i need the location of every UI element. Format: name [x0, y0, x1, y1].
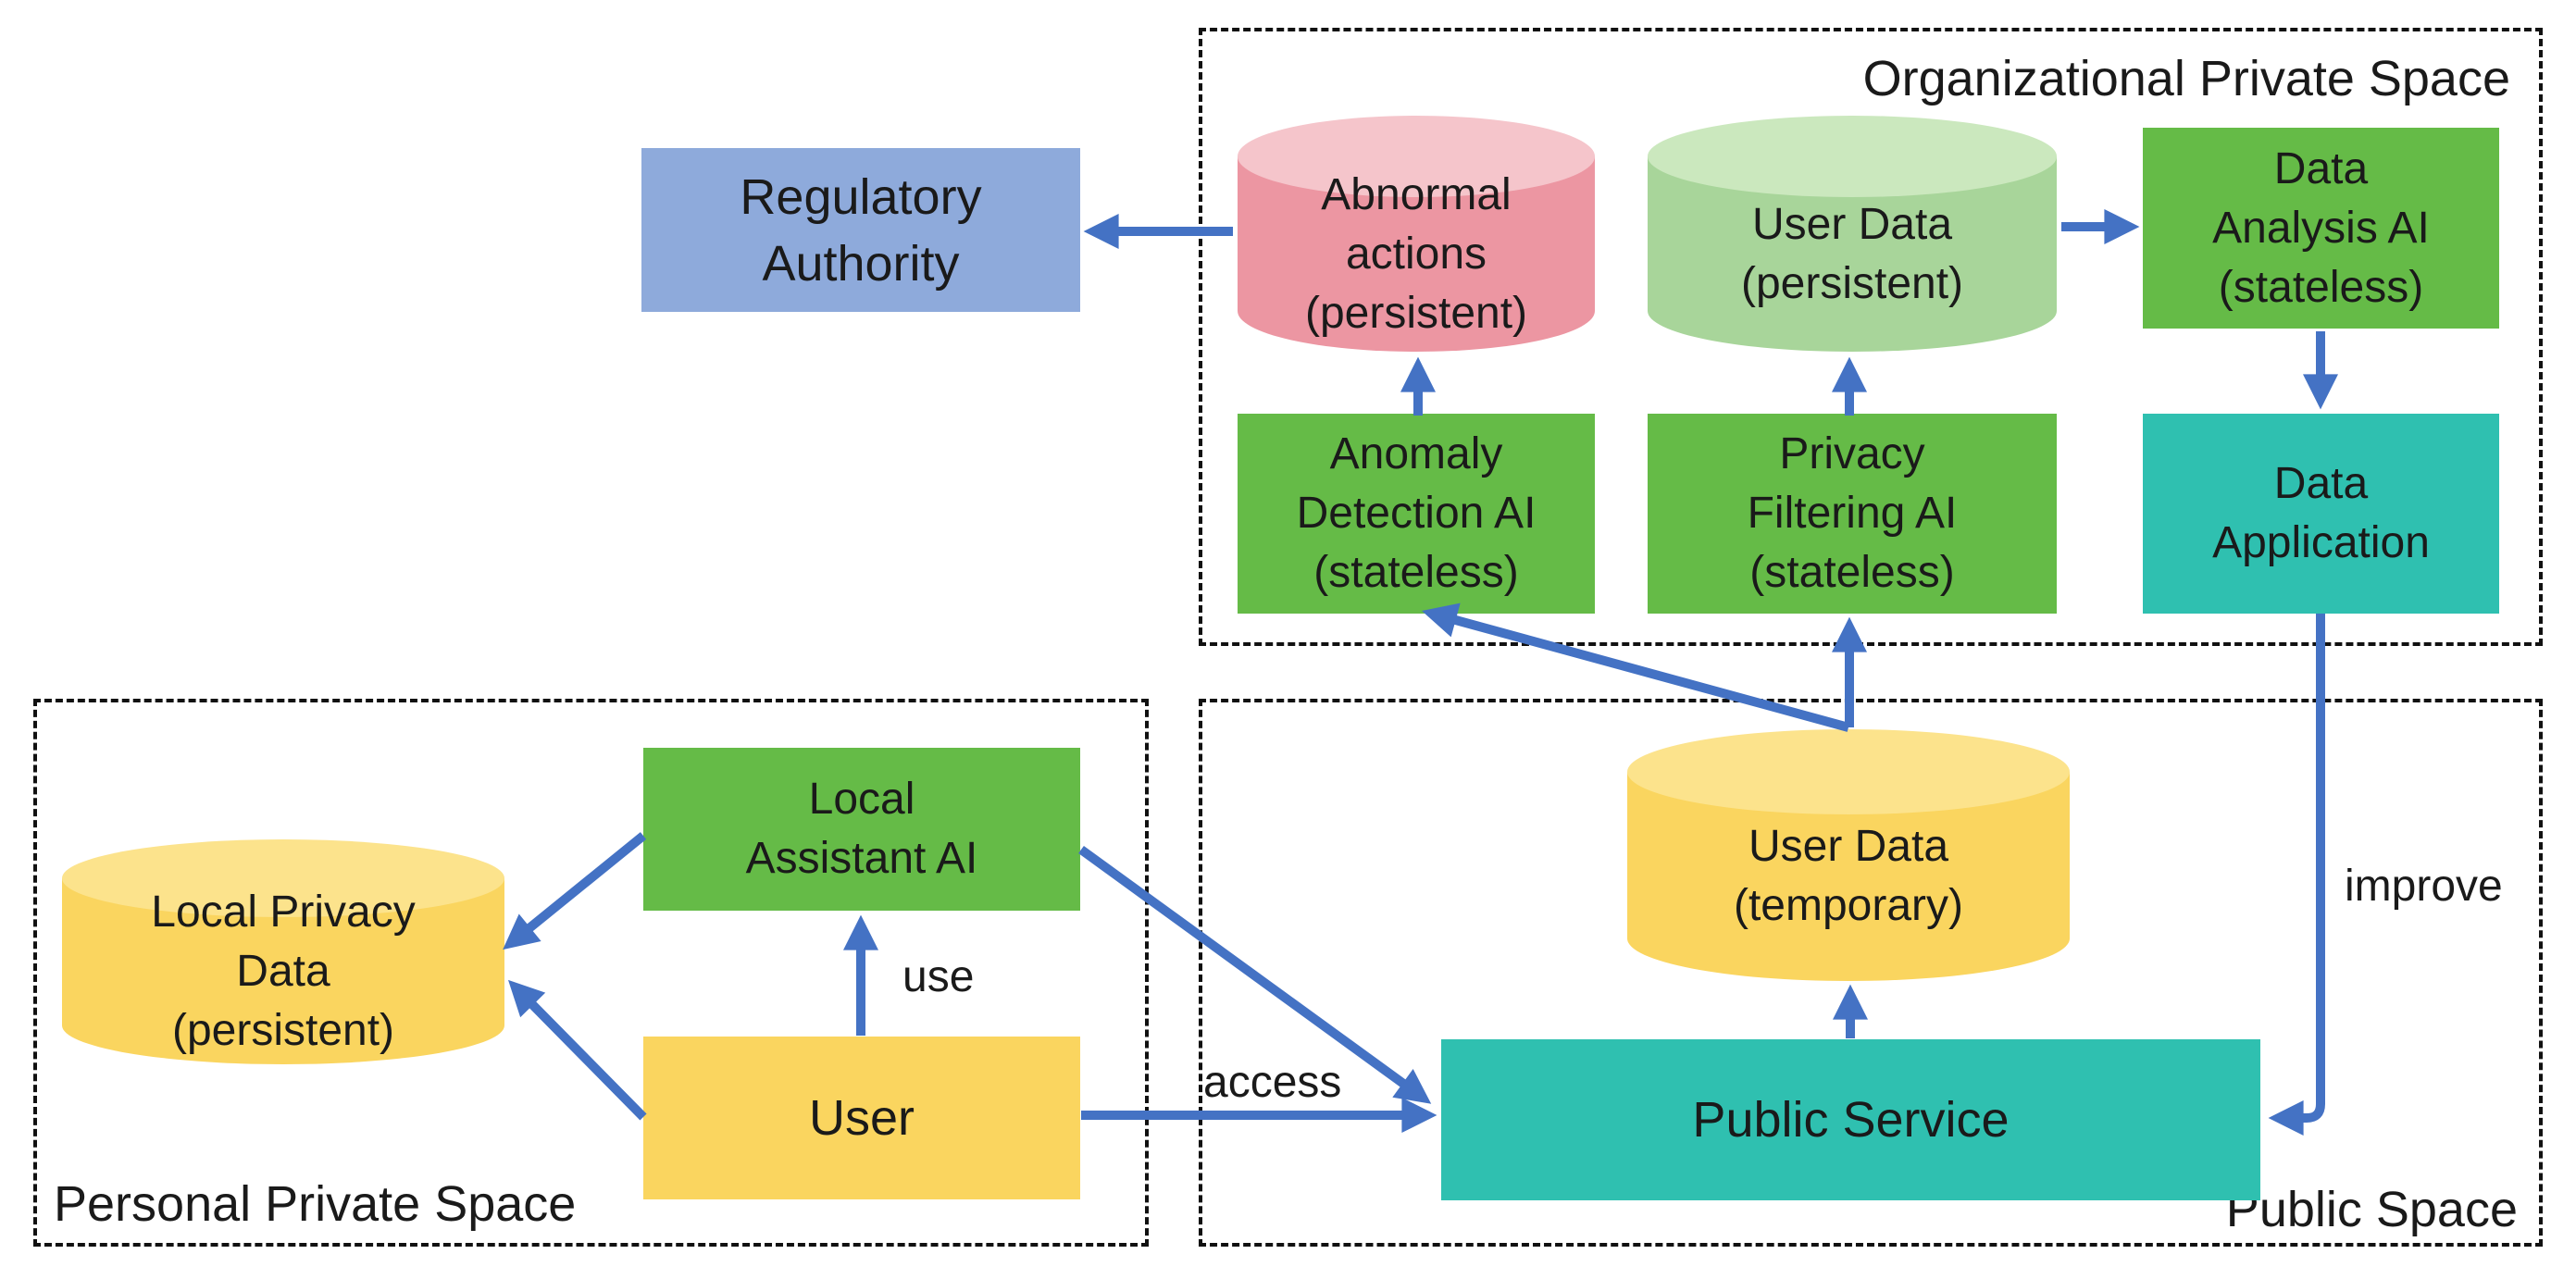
label-line: Local [808, 775, 915, 824]
local-privacy-data-label: Local Privacy Data (persistent) [62, 878, 504, 1064]
label-line: Abnormal [1321, 169, 1512, 219]
label-line: Detection AI [1296, 489, 1537, 538]
cylinder-top [1238, 116, 1595, 197]
public-space-label: Public Space [2225, 1182, 2518, 1237]
public-service-label: Public Service [1692, 1092, 2010, 1148]
anomaly-detection-ai-box: Anomaly Detection AI (stateless) [1238, 414, 1595, 614]
label-line: User Data [1751, 199, 1953, 249]
data-application-box: Data Application [2143, 414, 2499, 614]
access-edge-label: access [1203, 1058, 1342, 1107]
regulatory-authority-label: Regulatory [740, 168, 982, 225]
label-line: User Data [1748, 822, 1949, 871]
public-service-box: Public Service [1441, 1039, 2260, 1200]
data-analysis-ai-box: Data Analysis AI (stateless) [2143, 128, 2499, 329]
label-line: Data [2273, 459, 2369, 508]
label-line: Data [236, 946, 330, 996]
personal-private-space-label: Personal Private Space [54, 1176, 577, 1232]
privacy-filtering-ai-box: Privacy Filtering AI (stateless) [1648, 414, 2057, 614]
label-line: (persistent) [1740, 258, 1964, 308]
label-line: Data [2273, 143, 2369, 193]
label-line: (stateless) [1313, 548, 1519, 597]
label-line: actions [1345, 229, 1487, 279]
organizational-private-space-label: Organizational Private Space [1862, 51, 2510, 106]
abnormal-actions-label: Abnormal actions (persistent) [1238, 156, 1595, 352]
regulatory-authority-label: Authority [762, 235, 960, 292]
label-line: (persistent) [1304, 288, 1528, 338]
label-line: Application [2212, 518, 2430, 567]
label-line: (persistent) [171, 1005, 395, 1055]
use-edge-label: use [902, 952, 975, 1001]
abnormal-actions-cylinder: Abnormal actions (persistent) [1238, 116, 1595, 352]
label-line: Filtering AI [1747, 489, 1958, 538]
regulatory-authority-box: Regulatory Authority [641, 148, 1080, 312]
label-line: Local Privacy [151, 887, 416, 937]
label-line: (stateless) [1749, 548, 1955, 597]
improve-edge-label: improve [2345, 862, 2503, 911]
user-box: User [643, 1037, 1080, 1199]
local-assistant-ai-box: Local Assistant AI [643, 748, 1080, 911]
user-data-temporary-label: User Data (temporary) [1627, 772, 2070, 981]
label-line: Privacy [1779, 429, 1925, 478]
user-data-persistent-cylinder: User Data (persistent) [1648, 116, 2057, 352]
cylinder-top [1627, 729, 2070, 814]
user-data-temporary-cylinder: User Data (temporary) [1627, 729, 2070, 981]
label-line: Analysis AI [2212, 203, 2430, 253]
local-privacy-data-cylinder: Local Privacy Data (persistent) [62, 839, 504, 1064]
user-data-persistent-label: User Data (persistent) [1648, 156, 2057, 352]
organizational-private-space-region [1199, 28, 2543, 646]
label-line: Assistant AI [745, 834, 978, 883]
label-line: (stateless) [2218, 262, 2424, 312]
cylinder-top [62, 839, 504, 917]
cylinder-top [1648, 116, 2057, 197]
label-line: (temporary) [1733, 881, 1964, 930]
label-line: Anomaly [1329, 429, 1503, 478]
user-label: User [808, 1090, 915, 1146]
